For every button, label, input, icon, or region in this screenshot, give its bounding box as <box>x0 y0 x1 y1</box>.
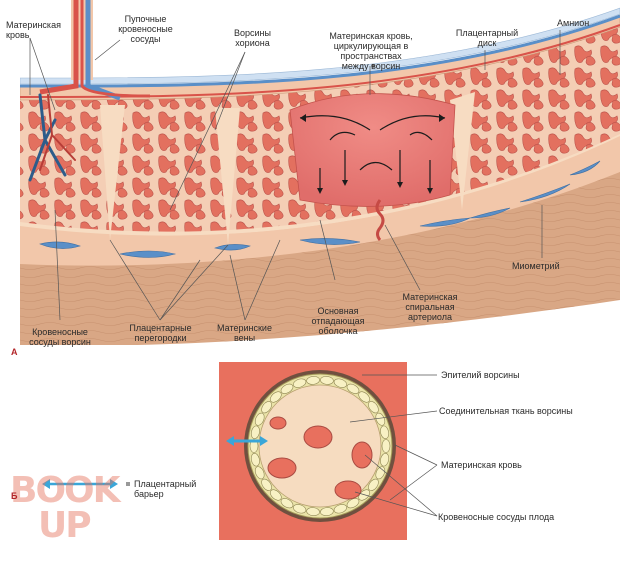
label-decidua-basalis: Основная отпадающая оболочка <box>311 306 365 336</box>
watermark-logo: BOOK <box>10 470 121 511</box>
epithelial-cell <box>346 383 360 394</box>
epithelial-cell <box>292 504 307 514</box>
epithelial-cell <box>280 383 294 394</box>
epithelial-cell <box>250 452 260 467</box>
panel-b-marker: Б <box>11 491 18 501</box>
epithelial-cell <box>261 401 272 414</box>
epithelial-cell <box>320 507 334 516</box>
label-fetal-vessels: Кровеносные сосуды плода <box>438 512 555 522</box>
epithelial-cell <box>280 498 294 509</box>
pool-flow-arrows <box>299 115 446 190</box>
leader-lines-b <box>349 374 438 517</box>
placental-septa <box>100 92 475 245</box>
umbilical-vessels <box>39 0 151 101</box>
epithelial-cell <box>380 452 390 467</box>
label-villus-vessels: Кровеносные сосуды ворсин <box>29 327 91 347</box>
legend-barrier-arrow <box>42 479 118 489</box>
fetal-vessels <box>267 416 373 500</box>
label-spiral-artery: Материнская спиральная артериола <box>402 292 458 322</box>
panel-a-marker: А <box>11 347 18 357</box>
epithelial-cell <box>320 376 334 385</box>
placental-barrier-arrow <box>226 436 268 446</box>
epithelial-cell <box>368 478 379 491</box>
label-villus-epithelium: Эпителий ворсины <box>441 370 520 380</box>
label-placental-disc: Плацентарный диск <box>455 28 519 48</box>
maternal-blood-pool <box>289 93 456 207</box>
epithelial-cell <box>306 376 320 385</box>
epithelial-cell <box>333 378 348 388</box>
label-maternal-blood-b: Материнская кровь <box>441 460 522 470</box>
epithelial-cell <box>306 507 320 516</box>
villus-epithelium-cells <box>249 376 391 516</box>
epithelial-cell <box>261 478 272 491</box>
amnion-layer <box>20 7 620 85</box>
label-umbilical-vessels: Пупочные кровеносные сосуды <box>118 14 173 44</box>
label-maternal-veins: Материнские вены <box>217 323 272 343</box>
epithelial-cell <box>254 412 265 426</box>
placenta-section <box>20 0 620 345</box>
epithelial-cell <box>346 498 360 509</box>
epithelial-cell <box>269 489 282 501</box>
label-amnion: Амнион <box>557 18 590 28</box>
epithelial-cell <box>368 401 379 414</box>
label-myometrium: Миометрий <box>512 261 560 271</box>
epithelial-cell <box>358 391 371 403</box>
epithelial-cell <box>292 378 307 388</box>
epithelial-cell <box>380 425 390 440</box>
label-maternal-blood-circulating: Материнская кровь, циркулирующая в прост… <box>329 31 413 71</box>
watermark-logo-sub: UP <box>38 505 92 546</box>
leader-lines-a <box>29 30 561 321</box>
label-placental-septa: Плацентарные перегородки <box>129 323 192 343</box>
label-chorionic-villi: Ворсины хориона <box>234 28 271 48</box>
label-maternal-blood: Материнская кровь <box>6 20 61 40</box>
villus-vessel-tree <box>28 93 76 182</box>
label-placental-barrier: Плацентарный барьер <box>134 479 197 499</box>
epithelial-cell <box>250 425 260 440</box>
epithelial-cell <box>333 504 348 514</box>
epithelial-cell <box>381 439 391 453</box>
epithelial-cell <box>269 391 282 403</box>
label-villus-connective: Соединительная ткань ворсины <box>439 406 573 416</box>
epithelial-cell <box>254 466 265 480</box>
spiral-artery <box>375 199 385 241</box>
